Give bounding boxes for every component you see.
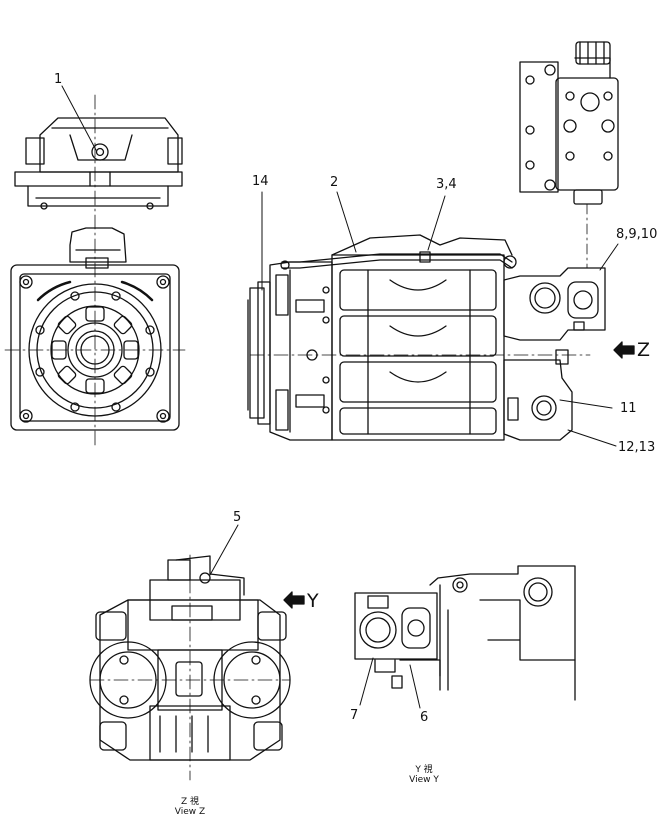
caption-view-z-jp: Z 視 (180, 797, 200, 807)
caption-view-y-en: View Y (409, 774, 439, 785)
caption-view-y: Y 視 View Y (394, 765, 454, 786)
caption-view-y-jp: Y 視 (415, 765, 433, 775)
view-y-pump (354, 565, 576, 709)
callout-12-13: 12,13 (618, 440, 656, 455)
callout-7: 7 (350, 708, 359, 723)
view-z-pump (89, 524, 305, 781)
callout-8-9-10: 8,9,10 (616, 227, 658, 242)
callout-6: 6 (420, 710, 429, 725)
view-marker-z: Z (637, 339, 651, 361)
front-view-pump (4, 94, 186, 446)
view-marker-y: Y (307, 590, 319, 612)
side-view-pump (247, 41, 635, 447)
callout-5: 5 (233, 510, 242, 525)
callout-11: 11 (620, 401, 637, 416)
caption-view-z: Z 視 View Z (160, 797, 220, 818)
callout-3-4: 3,4 (436, 177, 457, 192)
callout-1: 1 (54, 72, 63, 87)
callout-2: 2 (330, 175, 339, 190)
caption-view-z-en: View Z (174, 806, 206, 817)
callout-14: 14 (252, 174, 269, 189)
